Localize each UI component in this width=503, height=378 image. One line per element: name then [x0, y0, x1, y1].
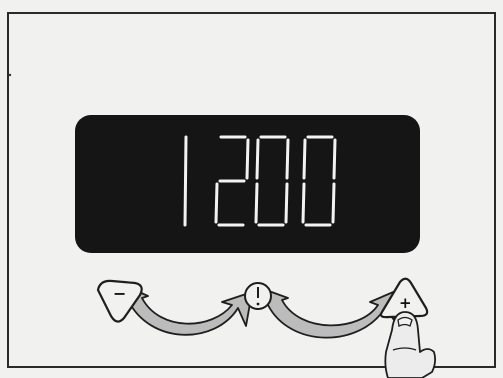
- digit-2-segment: [257, 140, 258, 178]
- digit-3-segment: [333, 184, 334, 222]
- clock-button[interactable]: [245, 283, 271, 309]
- curved-double-arrow-icon: [266, 290, 398, 338]
- minus-button[interactable]: −: [98, 281, 142, 322]
- digit-1-segment: [247, 140, 248, 178]
- digit-0-segment: [185, 137, 186, 225]
- scan-dot: [9, 74, 11, 76]
- display-screen: [75, 115, 420, 253]
- digit-3-segment: [334, 140, 335, 178]
- digit-3-segment: [303, 184, 304, 222]
- digit-1-segment: [216, 184, 217, 222]
- curved-double-arrow-icon: [126, 286, 252, 335]
- digit-2-segment: [256, 184, 257, 222]
- clock-center-dot: [257, 303, 260, 306]
- pointing-finger-icon: [385, 312, 435, 378]
- left-curved-arrow: [126, 286, 252, 335]
- minus-label: −: [113, 284, 126, 303]
- digit-2-segment: [287, 140, 288, 178]
- right-curved-arrow: [266, 290, 398, 338]
- plus-label: +: [399, 294, 412, 312]
- digit-2-segment: [286, 184, 287, 222]
- digit-3-segment: [304, 140, 305, 178]
